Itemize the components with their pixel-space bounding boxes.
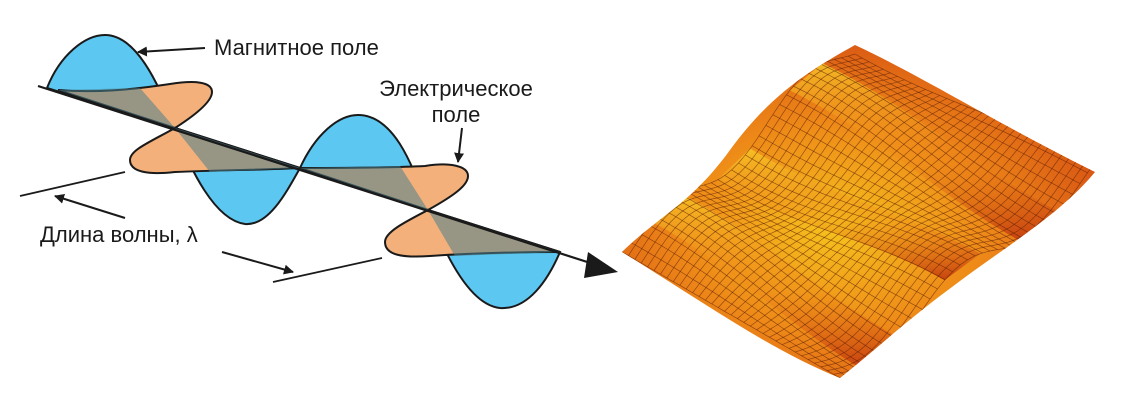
electric-pointer-arrow xyxy=(458,128,462,162)
propagation-arrowhead xyxy=(584,252,618,278)
magnetic-field-label: Магнитное поле xyxy=(214,36,379,60)
wave-surface xyxy=(622,45,1095,378)
wavelength-pointer-arrow-right xyxy=(222,252,293,272)
wavelength-pointer-arrow-left xyxy=(55,196,125,218)
electric-field-label-line2: поле xyxy=(366,103,546,127)
electric-field-label-line1: Электрическое xyxy=(366,77,546,101)
magnetic-pointer-arrow xyxy=(138,48,205,52)
wavelength-label: Длина волны, λ xyxy=(40,223,198,247)
wavelength-line-top xyxy=(20,172,125,196)
